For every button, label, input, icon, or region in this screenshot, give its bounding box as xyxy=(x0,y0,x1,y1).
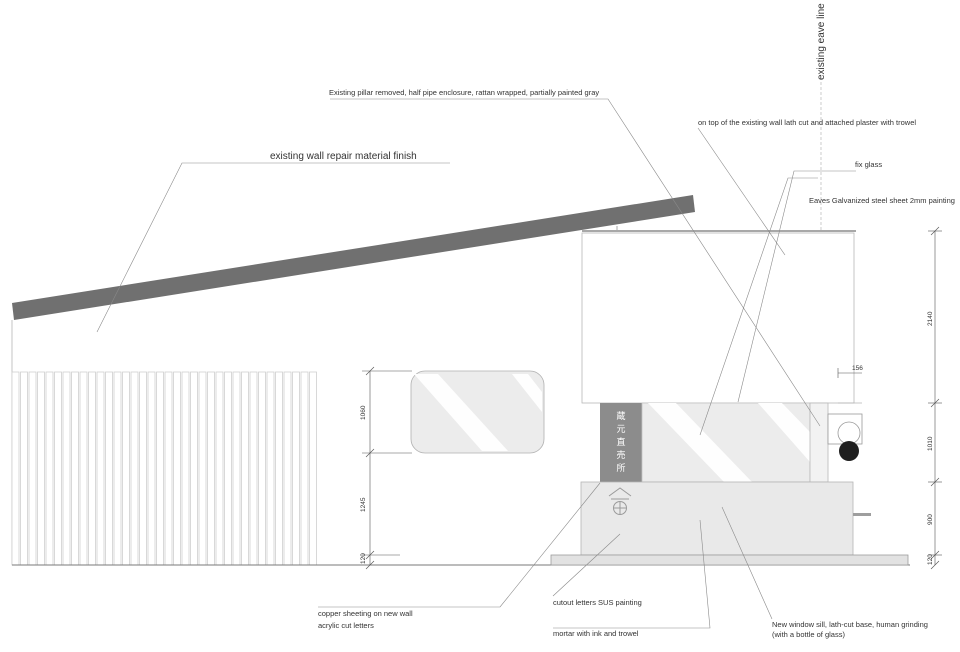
dim-900: 900 xyxy=(927,514,934,525)
fence-slat xyxy=(275,371,283,566)
fence-slat xyxy=(224,371,232,566)
label-mortar: mortar with ink and trowel xyxy=(553,629,639,638)
fence-slat xyxy=(181,371,190,566)
window-sill xyxy=(550,554,909,566)
sign-char-1: 蔵 xyxy=(616,410,625,422)
sign-char-3: 直 xyxy=(616,436,625,448)
dim-1010: 1010 xyxy=(927,436,934,451)
dim-1060: 1060 xyxy=(360,405,367,420)
dim-2140: 2140 xyxy=(927,311,934,326)
fence-slat xyxy=(300,371,309,566)
fence-slat xyxy=(28,371,37,566)
sign-letters: 蔵 元 直 売 所 xyxy=(616,410,625,474)
fence-slat xyxy=(156,371,164,566)
crest-logo xyxy=(608,487,632,515)
plaster-box xyxy=(581,232,855,404)
fence-slat xyxy=(11,371,20,566)
fence-slat xyxy=(71,371,79,566)
sign-panel xyxy=(600,403,642,482)
pipe-bracket xyxy=(853,513,871,516)
fence-slat xyxy=(173,371,181,566)
fence-slat xyxy=(105,371,113,566)
base-wall xyxy=(580,481,854,556)
fence-slat xyxy=(20,371,28,566)
fence-slat xyxy=(88,371,96,566)
label-window-sill: New window sill, lath-cut base, human gr… xyxy=(772,620,928,629)
fence-slat xyxy=(79,371,88,566)
fence-slat xyxy=(45,371,54,566)
fence-slat xyxy=(190,371,198,566)
fence-slat xyxy=(249,371,258,566)
dim-156: 156 xyxy=(852,365,863,372)
fence-slat xyxy=(139,371,147,566)
leader-lines xyxy=(96,98,856,629)
fence-slat xyxy=(215,371,224,566)
lamp xyxy=(827,413,863,461)
fence-slat xyxy=(164,371,173,566)
fence-slat xyxy=(62,371,71,566)
right-dimension-line xyxy=(928,226,942,570)
dim-1245: 1245 xyxy=(360,497,367,512)
fence-slat xyxy=(258,371,266,566)
rounded-window xyxy=(410,370,545,454)
sign-char-5: 所 xyxy=(616,463,625,474)
fence-slat xyxy=(54,371,62,566)
label-fix-glass: fix glass xyxy=(855,160,882,169)
label-acrylic: acrylic cut letters xyxy=(318,621,374,630)
fence-slat xyxy=(37,371,45,566)
fence-slat xyxy=(292,371,300,566)
fence-slat xyxy=(283,371,292,566)
label-copper-sheeting: copper sheeting on new wall xyxy=(318,609,413,618)
fix-glass-window xyxy=(641,402,811,483)
sign-char-4: 売 xyxy=(616,449,625,461)
fence-slat xyxy=(266,371,275,566)
label-pillar: Existing pillar removed, half pipe enclo… xyxy=(329,88,599,97)
fence-slat xyxy=(122,371,130,566)
label-eaves-sheet: Eaves Galvanized steel sheet 2mm paintin… xyxy=(809,196,955,205)
label-cutout: cutout letters SUS painting xyxy=(553,598,642,607)
fence-slat xyxy=(309,371,317,566)
roof-sloped xyxy=(12,195,695,320)
dim-120-right: 120 xyxy=(927,554,934,565)
dim-120-left: 120 xyxy=(360,553,367,564)
fence-slat xyxy=(198,371,207,566)
fence-slat xyxy=(130,371,139,566)
fence-slat xyxy=(113,371,122,566)
fence-slat xyxy=(241,371,249,566)
fence-slat xyxy=(96,371,105,566)
slat-fence xyxy=(11,371,317,566)
label-plaster: on top of the existing wall lath cut and… xyxy=(698,118,916,127)
label-eave-line: existing eave line xyxy=(816,3,827,80)
fence-slat xyxy=(232,371,241,566)
fence-slat xyxy=(147,371,156,566)
fence-slat xyxy=(207,371,215,566)
sign-char-2: 元 xyxy=(616,425,625,435)
label-wall-repair: existing wall repair material finish xyxy=(270,151,417,162)
left-dimension-line xyxy=(362,366,412,570)
label-window-sill-note: (with a bottle of glass) xyxy=(772,630,845,639)
